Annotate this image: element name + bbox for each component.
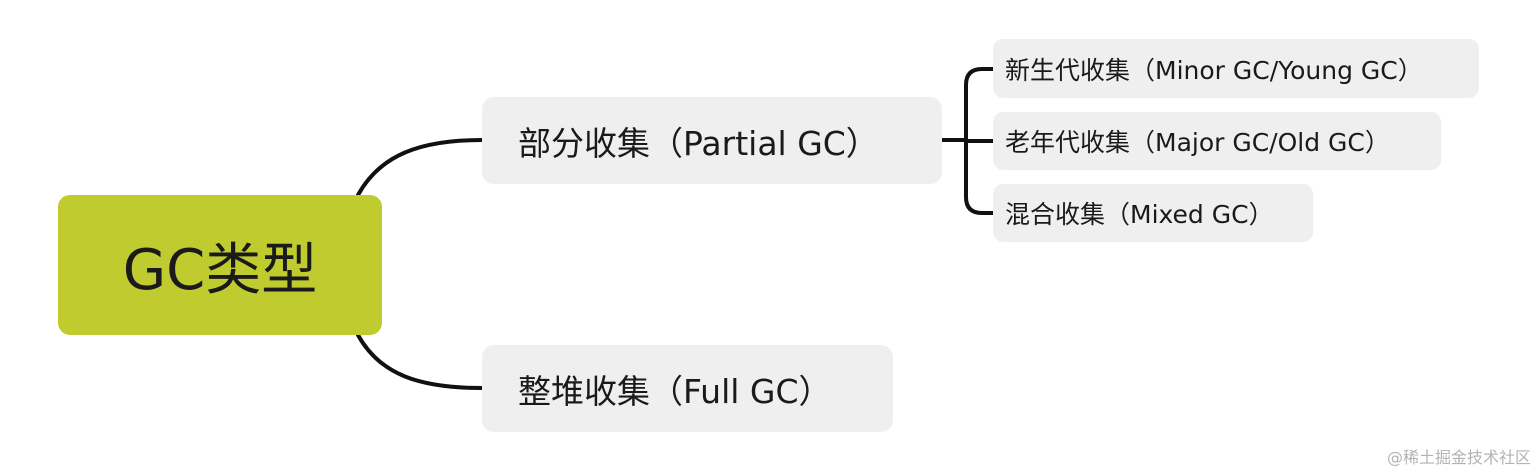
node-major-gc[interactable]: 老年代收集（Major GC/Old GC）: [993, 112, 1441, 170]
node-mixed-gc-label: 混合收集（Mixed GC）: [1005, 200, 1274, 229]
node-minor-gc-label: 新生代收集（Minor GC/Young GC）: [1005, 55, 1423, 85]
node-minor-gc[interactable]: 新生代收集（Minor GC/Young GC）: [993, 39, 1479, 98]
node-full-gc[interactable]: 整堆收集（Full GC）: [482, 345, 893, 432]
node-mixed-gc[interactable]: 混合收集（Mixed GC）: [993, 184, 1313, 242]
watermark: @稀土掘金技术社区: [1386, 448, 1531, 467]
node-partial-gc-label: 部分收集（Partial GC）: [518, 123, 879, 163]
node-major-gc-label: 老年代收集（Major GC/Old GC）: [1005, 128, 1390, 157]
connector-root-to-partial: [356, 138, 484, 197]
node-full-gc-label: 整堆收集（Full GC）: [518, 371, 832, 411]
root-node-label: GC类型: [122, 237, 318, 303]
node-partial-gc[interactable]: 部分收集（Partial GC）: [482, 97, 942, 184]
root-node-gc-types[interactable]: GC类型: [58, 195, 382, 335]
connector-root-to-full: [356, 333, 484, 390]
